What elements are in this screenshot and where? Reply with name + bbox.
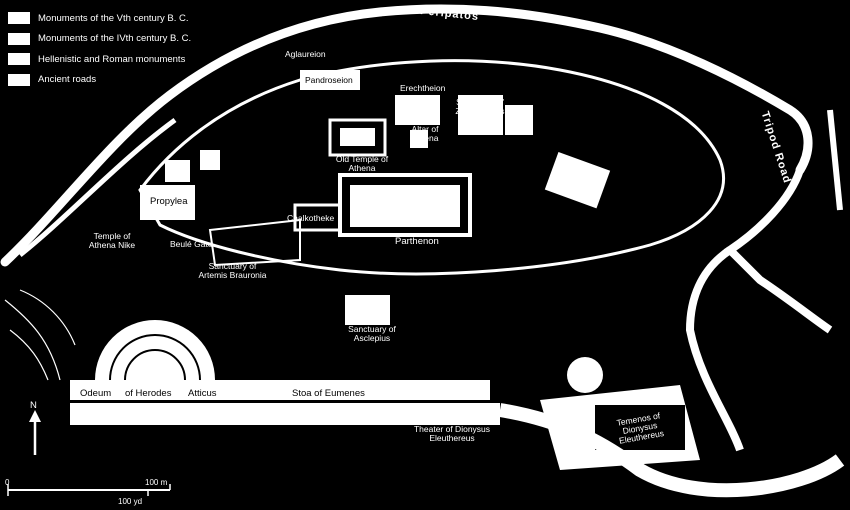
- theater-dionysus: [567, 357, 603, 393]
- brauronia-label: Sanctuary of Artemis Brauronia: [198, 261, 267, 280]
- beule-label: Beulé Gate: [170, 239, 213, 249]
- map-legend: Monuments of the Vth century B. C. Monum…: [8, 8, 248, 90]
- legend-item: Monuments of the IVth century B. C.: [8, 29, 248, 50]
- altar-athena: [410, 130, 428, 148]
- parthenon-label: Parthenon: [395, 236, 439, 247]
- compass: [29, 410, 41, 455]
- old-temple-label: Old Temple of Athena: [335, 154, 389, 173]
- theater-label: Theater of Dionysus Eleuthereus: [413, 424, 491, 443]
- stoa-label: Stoa of Eumenes: [292, 388, 365, 399]
- stoa-band: [70, 380, 490, 400]
- propylaea: [140, 185, 195, 220]
- sanctuary-asclepius: [345, 295, 390, 325]
- legend-label: Monuments of the IVth century B. C.: [38, 33, 192, 45]
- sanctuary-brauronia: [208, 218, 301, 267]
- legend-swatch: [8, 73, 30, 86]
- odeum-label-2: of Herodes: [125, 388, 172, 399]
- chalkotheke: [293, 203, 342, 232]
- legend-item: Ancient roads: [8, 70, 248, 91]
- legend-item: Monuments of the Vth century B. C.: [8, 8, 248, 29]
- peripatos-road: [0, 4, 813, 267]
- south-road: [685, 246, 744, 452]
- peripatos-road-inner: [18, 117, 177, 257]
- legend-item: Hellenistic and Roman monuments: [8, 49, 248, 70]
- west-slope-contours: [4, 289, 76, 381]
- odeum-label-3: Atticus: [188, 388, 217, 399]
- legend-label: Monuments of the Vth century B. C.: [38, 12, 189, 24]
- legend-label: Ancient roads: [38, 74, 97, 86]
- pandroseion: [300, 70, 360, 90]
- altar-athena-label: Altar of Athena: [411, 124, 439, 143]
- chalkotheke-label: Chalkotheke: [287, 213, 335, 223]
- scale-m-label: 100 m: [145, 478, 168, 487]
- sanctuary-zeus-label: Sanctuary of Zeus Polieus: [455, 97, 505, 116]
- legend-swatch: [8, 53, 30, 66]
- erechtheion-label: Erechtheion: [400, 83, 446, 93]
- south-curve-road: [498, 403, 845, 498]
- tripod-road: [827, 109, 843, 211]
- erechtheion: [395, 95, 440, 125]
- scale-yd-label: 100 yd: [118, 497, 143, 506]
- temple-nike-label: Temple of Athena Nike: [88, 231, 136, 250]
- legend-swatch: [8, 32, 30, 45]
- north-label: N: [30, 400, 37, 411]
- old-temple: [328, 118, 387, 157]
- pandroseion-label: Pandroseion: [305, 75, 353, 85]
- asclepius-label: Sanctuary of Asclepius: [348, 324, 396, 343]
- sanctuary-zeus: [458, 95, 503, 135]
- parthenon: [338, 173, 472, 237]
- legend-label: Hellenistic and Roman monuments: [38, 53, 186, 65]
- sanctuary-pandion: [544, 151, 611, 209]
- scale-zero-label: 0: [5, 478, 10, 487]
- propylaea-label: Propylea: [150, 196, 188, 207]
- scale-bar: [7, 484, 171, 496]
- odeum-label-1: Odeum: [80, 388, 112, 399]
- legend-swatch: [8, 12, 30, 25]
- aglaureion-label: Aglaureion: [285, 49, 326, 59]
